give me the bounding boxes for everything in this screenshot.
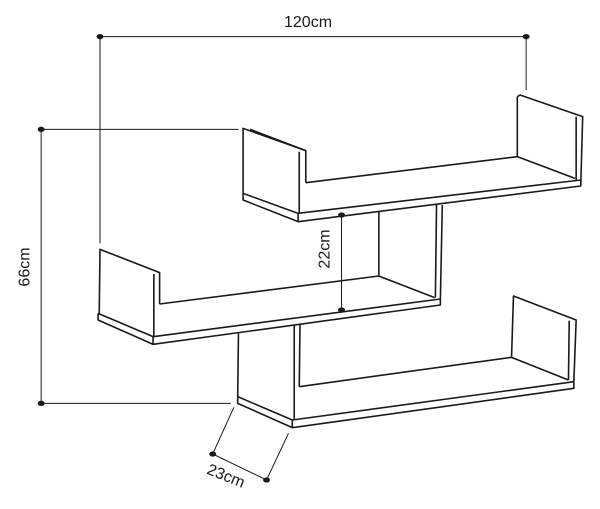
bottom-shelf	[238, 296, 576, 428]
dimension-height-line	[37, 126, 239, 406]
dimension-width-line	[96, 34, 530, 243]
dimension-depth-line	[209, 407, 288, 483]
width-label: 120cm	[284, 14, 333, 31]
height-label: 66cm	[16, 247, 34, 287]
dimension-spacing-line	[338, 212, 345, 313]
top-shelf	[243, 95, 583, 222]
middle-shelf	[98, 205, 442, 344]
shelf-spacing-label: 22cm	[316, 229, 334, 269]
